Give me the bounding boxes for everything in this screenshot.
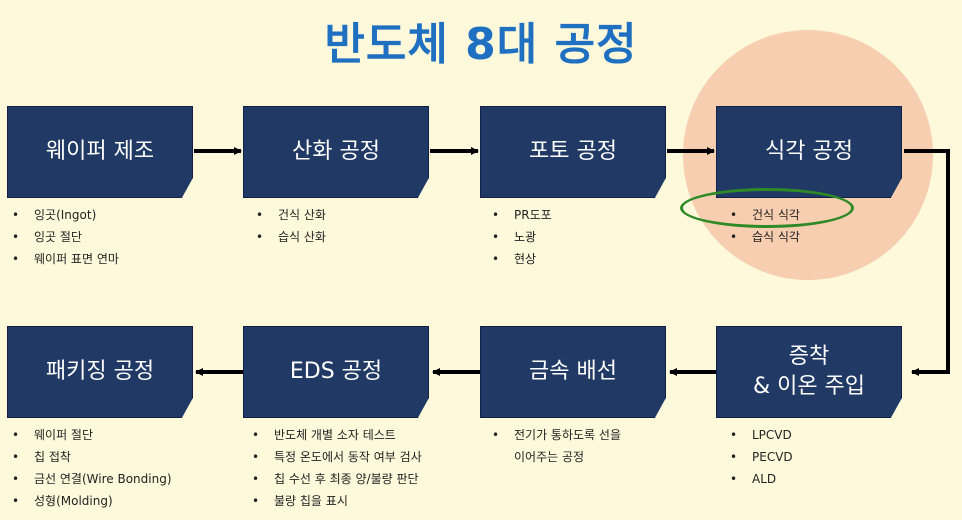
list-item: 노광	[484, 226, 552, 248]
list-item: 칩 수선 후 최종 양/불량 판단	[244, 468, 422, 490]
list-item: 습식 산화	[248, 226, 326, 248]
step-box-metal-wiring: 금속 배선	[480, 326, 666, 418]
list-item-continuation: 이어주는 공정	[514, 450, 585, 464]
bullets-metal-wiring: 전기가 통하도록 선을 이어주는 공정	[484, 424, 621, 468]
list-item: 칩 접착	[4, 446, 172, 468]
list-item: 잉곳 절단	[4, 226, 119, 248]
step-label: 식각 공정	[765, 139, 853, 164]
step-label: 포토 공정	[529, 139, 617, 164]
list-item: 금선 연결(Wire Bonding)	[4, 468, 172, 490]
highlight-ring	[680, 188, 854, 228]
bullets-packaging: 웨이퍼 절단 칩 접착 금선 연결(Wire Bonding) 성형(Moldi…	[4, 424, 172, 512]
step-label: 금속 배선	[529, 359, 617, 384]
list-item: 웨이퍼 표면 연마	[4, 248, 119, 270]
step-label: 산화 공정	[292, 139, 380, 164]
step-label: 웨이퍼 제조	[45, 139, 155, 164]
page-title: 반도체 8대 공정	[324, 19, 638, 70]
list-item: 잉곳(Ingot)	[4, 204, 119, 226]
step-box-eds: EDS 공정	[243, 326, 429, 418]
step-label: EDS 공정	[289, 359, 383, 384]
bullets-photo: PR도포 노광 현상	[484, 204, 552, 270]
step-box-wafer: 웨이퍼 제조	[7, 106, 193, 198]
bullets-eds: 반도체 개별 소자 테스트 특정 온도에서 동작 여부 검사 칩 수선 후 최종…	[244, 424, 422, 512]
step-label: 패키징 공정	[45, 359, 155, 384]
step-label: 증착	[788, 344, 830, 369]
step-box-photo: 포토 공정	[480, 106, 666, 198]
list-item: 반도체 개별 소자 테스트	[244, 424, 422, 446]
step-box-deposition: 증착 & 이온 주입	[716, 326, 902, 418]
step-box-etching: 식각 공정	[716, 106, 902, 198]
list-item: PR도포	[484, 204, 552, 226]
list-item: PECVD	[722, 446, 793, 468]
step-box-oxidation: 산화 공정	[243, 106, 429, 198]
bullets-wafer: 잉곳(Ingot) 잉곳 절단 웨이퍼 표면 연마	[4, 204, 119, 270]
list-item: 습식 식각	[722, 226, 800, 248]
list-item: 건식 산화	[248, 204, 326, 226]
bullets-deposition: LPCVD PECVD ALD	[722, 424, 793, 490]
list-item: 전기가 통하도록 선을	[484, 424, 621, 446]
list-item: ALD	[722, 468, 793, 490]
list-item: 불량 칩을 표시	[244, 490, 422, 512]
bullets-oxidation: 건식 산화 습식 산화	[248, 204, 326, 248]
list-item: 특정 온도에서 동작 여부 검사	[244, 446, 422, 468]
step-box-packaging: 패키징 공정	[7, 326, 193, 418]
list-item: 현상	[484, 248, 552, 270]
list-item: 성형(Molding)	[4, 490, 172, 512]
step-label: & 이온 주입	[752, 374, 866, 399]
list-item: LPCVD	[722, 424, 793, 446]
arrow-4-5	[904, 149, 950, 376]
list-item: 웨이퍼 절단	[4, 424, 172, 446]
